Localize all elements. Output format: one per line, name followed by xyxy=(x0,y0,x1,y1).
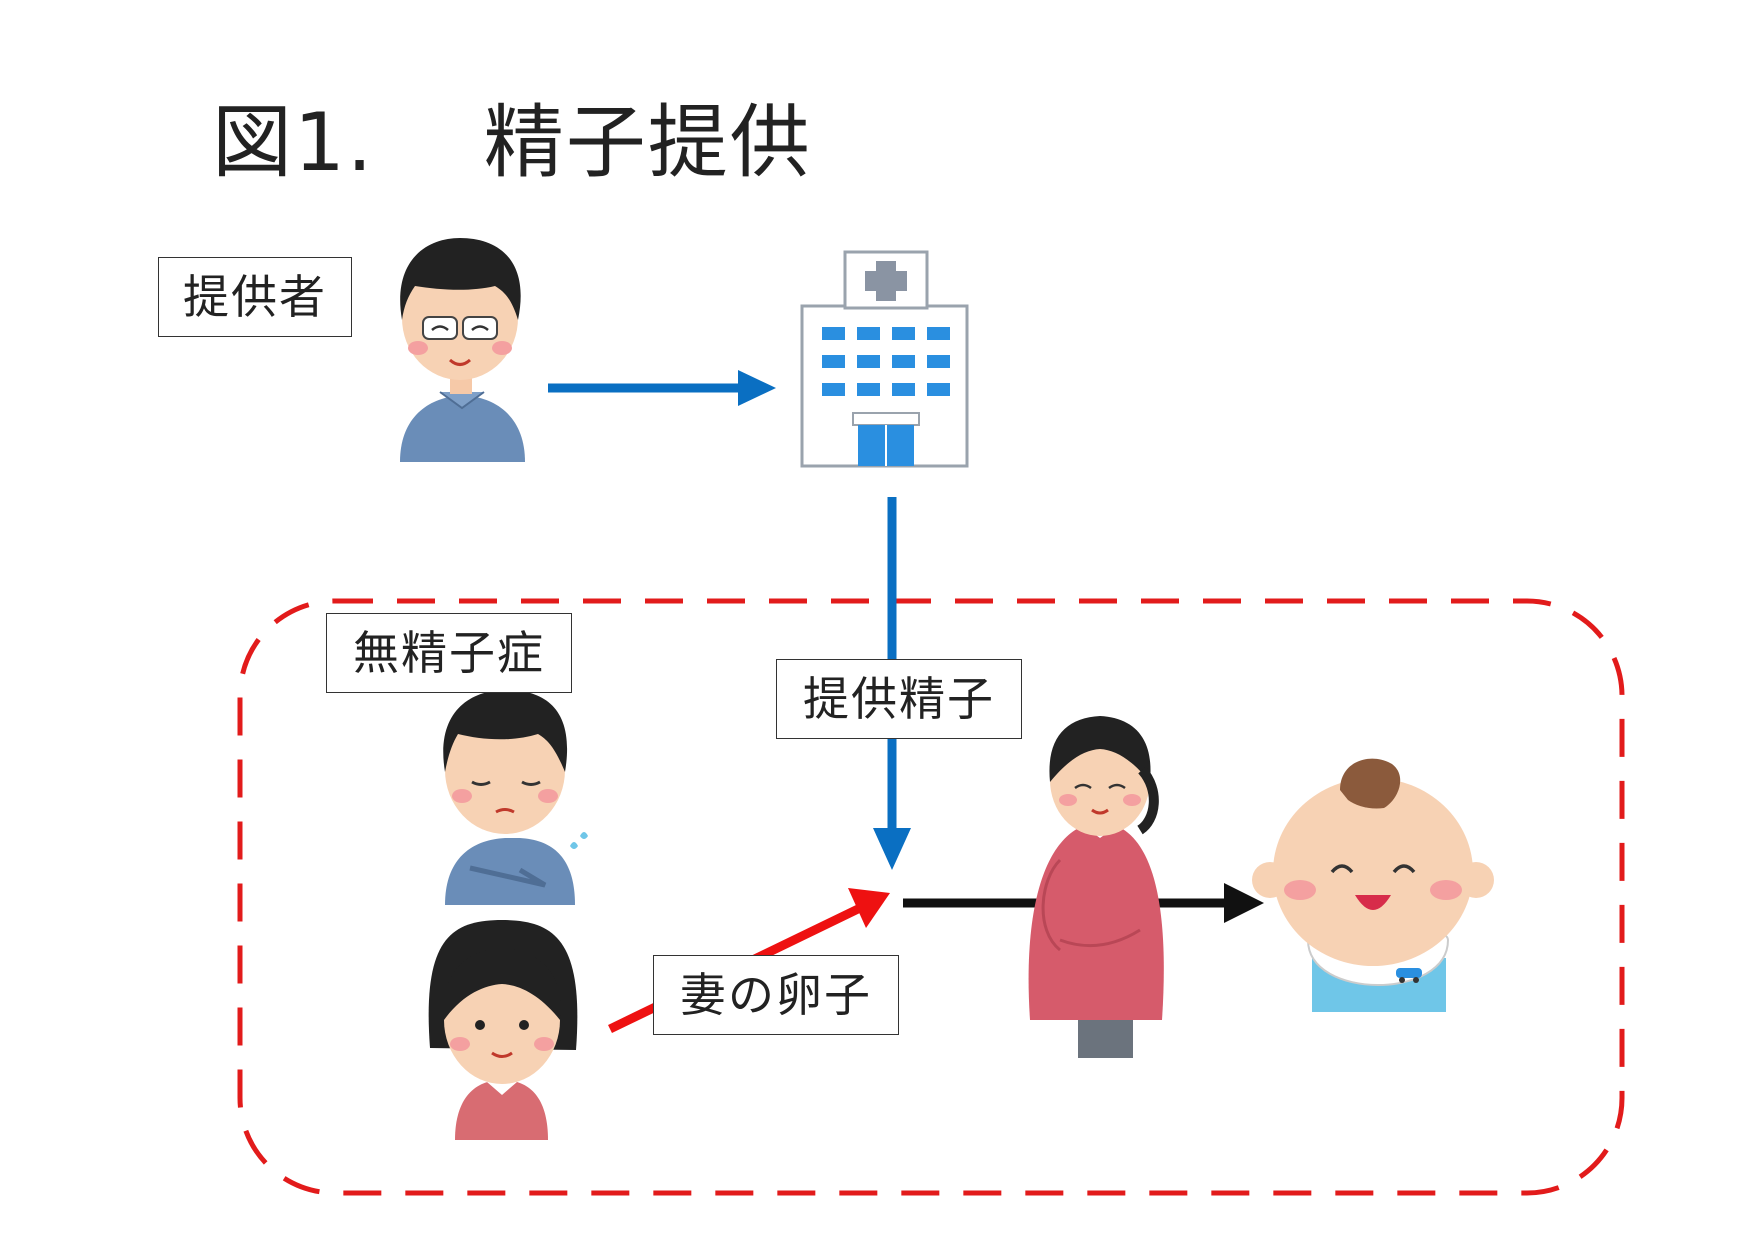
wife-icon xyxy=(428,920,578,1140)
donor-man-icon xyxy=(400,238,525,462)
donated-sperm-label: 提供精子 xyxy=(776,659,1022,739)
azoospermia-label: 無精子症 xyxy=(326,613,572,693)
family-dashed-frame xyxy=(237,598,1625,1196)
hospital-icon xyxy=(800,250,969,468)
donor-label: 提供者 xyxy=(158,257,352,337)
worried-husband-icon xyxy=(443,690,588,905)
wife-egg-label: 妻の卵子 xyxy=(653,955,899,1035)
figure-title: 図1. 精子提供 xyxy=(212,96,812,189)
pregnant-woman-icon xyxy=(1028,716,1164,1058)
donor-to-hospital-arrow xyxy=(548,370,776,406)
baby-icon xyxy=(1252,758,1494,1012)
car-bib-icon xyxy=(1396,968,1422,983)
